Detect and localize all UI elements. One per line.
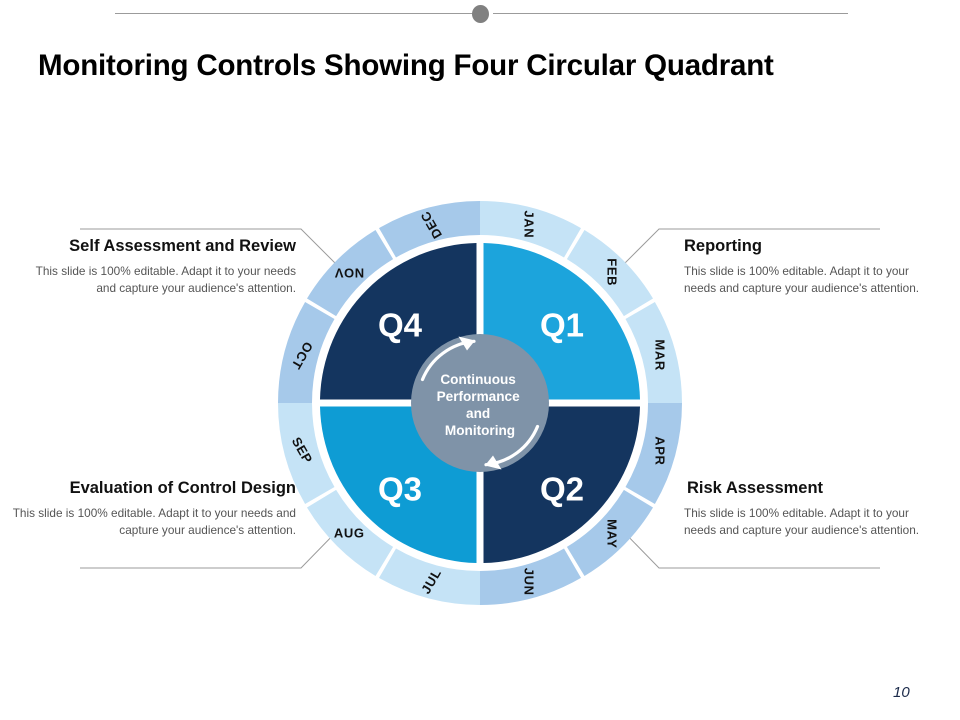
- callout-heading: Reporting: [684, 237, 762, 255]
- month-label-nov: NOV: [334, 266, 364, 281]
- ring-quadrant-q4: [278, 201, 480, 403]
- month-segment-apr[interactable]: [625, 403, 683, 504]
- callout-body: This slide is 100% editable. Adapt it to…: [35, 264, 296, 295]
- hub-label: Continuous Performance and Monitoring: [437, 372, 524, 438]
- callout-body: This slide is 100% editable. Adapt it to…: [12, 506, 296, 537]
- month-segment-nov[interactable]: [307, 230, 394, 317]
- hub-line-3: and: [466, 406, 490, 421]
- month-segment-dec[interactable]: [379, 201, 480, 258]
- callout-body: This slide is 100% editable. Adapt it to…: [684, 264, 920, 295]
- callout-reporting[interactable]: Reporting This slide is 100% editable. A…: [684, 236, 932, 296]
- circle-dot-divider-icon: [472, 5, 489, 23]
- divider-rule-left: [115, 13, 475, 14]
- page-title: Monitoring Controls Showing Four Circula…: [38, 49, 774, 82]
- month-segment-aug[interactable]: [307, 489, 394, 576]
- quadrant-wheel-svg: Q4 Q1 Q3 Q2 JAN FEB MAR: [278, 201, 682, 605]
- divider-rule-right: [493, 13, 848, 14]
- month-label-may: MAY: [604, 519, 619, 549]
- month-labels: JAN FEB MAR APR MAY JUN: [288, 208, 667, 596]
- title-container: Monitoring Controls Showing Four Circula…: [38, 44, 922, 88]
- month-segment-oct[interactable]: [278, 302, 335, 403]
- month-label-mar: MAR: [652, 339, 667, 370]
- callout-body: This slide is 100% editable. Adapt it to…: [684, 506, 920, 537]
- month-segment-jul[interactable]: [379, 548, 480, 606]
- ring-quadrant-q3: [278, 403, 480, 605]
- month-label-aug: AUG: [334, 525, 365, 540]
- hub-circle[interactable]: [411, 334, 549, 472]
- month-label-jun: JUN: [521, 568, 536, 596]
- quadrant-wheel: Q4 Q1 Q3 Q2 JAN FEB MAR: [273, 196, 687, 610]
- quadrant-label-q1: Q1: [540, 307, 584, 344]
- month-label-jan: JAN: [521, 210, 536, 238]
- quadrant-label-q2: Q2: [540, 471, 584, 508]
- callout-heading: Evaluation of Control Design: [69, 479, 296, 497]
- callout-heading: Risk Assessment: [687, 479, 824, 497]
- quadrant-label-q3: Q3: [378, 471, 422, 508]
- ring-quadrant-q1: [480, 201, 682, 403]
- hub-line-1: Continuous: [440, 372, 516, 387]
- page-number: 10: [893, 684, 910, 701]
- ring-quadrant-q2: [480, 403, 682, 605]
- month-segment-may[interactable]: [566, 489, 653, 576]
- month-label-apr: APR: [652, 436, 667, 465]
- quadrant-label-q4: Q4: [378, 307, 423, 344]
- callout-heading: Self Assessment and Review: [69, 237, 296, 255]
- circular-arrow-heads: [458, 336, 502, 470]
- top-divider: [0, 0, 960, 34]
- month-segment-jan[interactable]: [480, 201, 581, 258]
- callout-evaluation-of-control-design[interactable]: Evaluation of Control Design This slide …: [6, 478, 296, 538]
- callout-self-assessment-and-review[interactable]: Self Assessment and Review This slide is…: [14, 236, 296, 296]
- month-segment-sep[interactable]: [278, 403, 335, 504]
- hub-line-4: Monitoring: [445, 423, 515, 438]
- month-segment-jun[interactable]: [480, 548, 581, 606]
- month-segment-mar[interactable]: [625, 302, 683, 403]
- month-label-feb: FEB: [604, 258, 619, 286]
- callout-risk-assessment[interactable]: Risk Assessment This slide is 100% edita…: [684, 478, 932, 538]
- month-segment-feb[interactable]: [566, 230, 653, 317]
- hub-line-2: Performance: [437, 389, 521, 404]
